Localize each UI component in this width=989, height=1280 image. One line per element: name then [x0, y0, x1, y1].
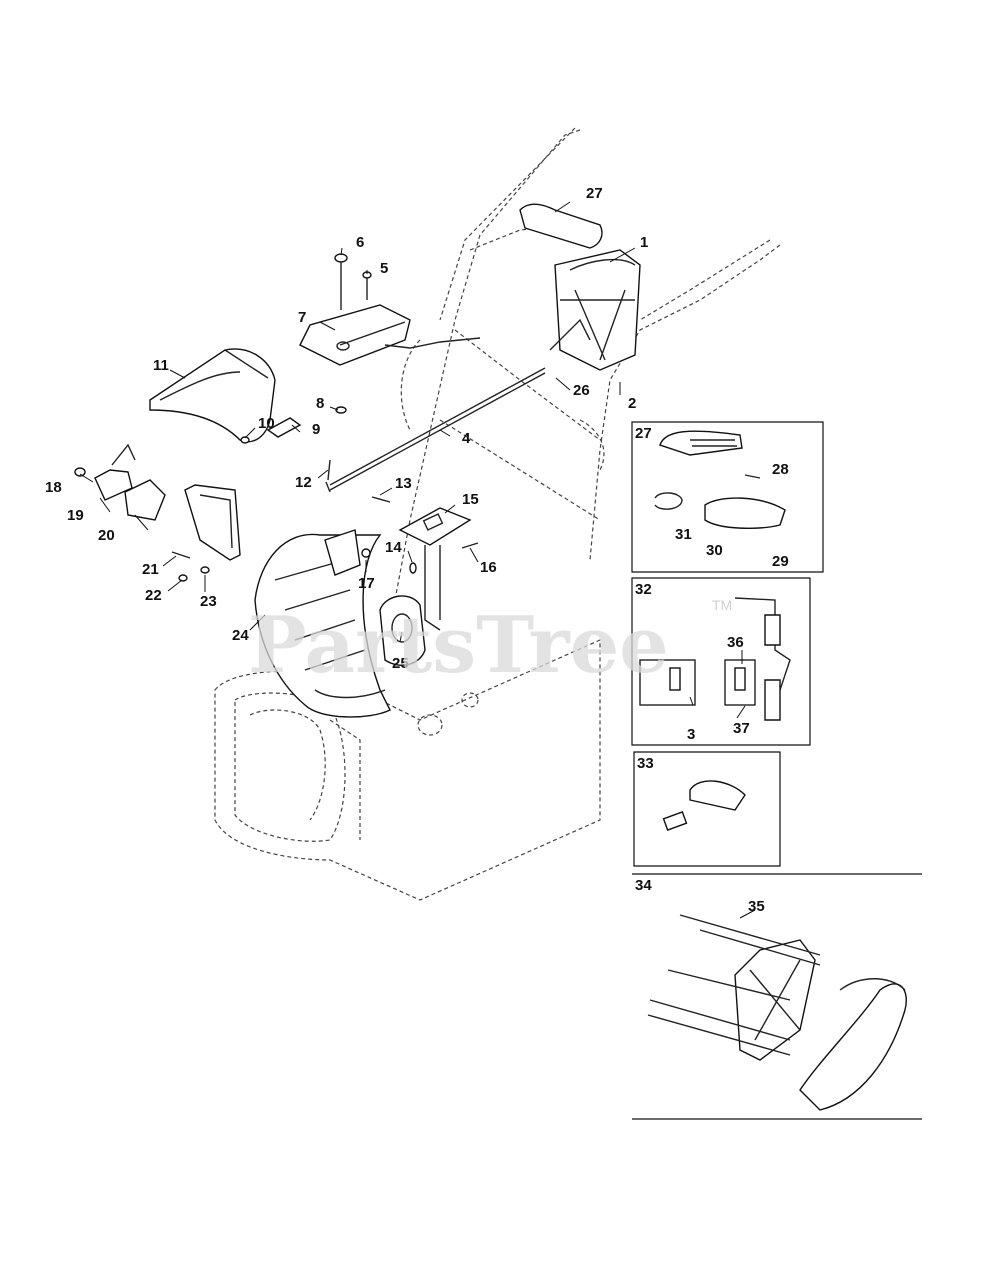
bolts-5-6 — [334, 253, 372, 310]
callout-4: 4 — [462, 430, 471, 447]
leader-lines — [79, 201, 756, 919]
callout-35: 35 — [748, 898, 765, 915]
callout-33: 33 — [637, 755, 654, 772]
chute-tilt-rod-4 — [325, 367, 546, 493]
callout-29: 29 — [772, 553, 789, 570]
callout-26: 26 — [573, 382, 590, 399]
watermark-text: PartsTree — [248, 600, 669, 691]
callout-31: 31 — [675, 526, 692, 543]
callout-27: 27 — [586, 185, 603, 202]
callout-37: 37 — [733, 720, 750, 737]
inset-33-box — [633, 751, 781, 867]
callout-2: 2 — [628, 395, 636, 412]
callout-24: 24 — [232, 627, 249, 644]
callout-1: 1 — [640, 234, 648, 251]
callout-11: 11 — [153, 357, 169, 374]
callout-18: 18 — [45, 479, 62, 496]
callout-19: 19 — [67, 507, 84, 524]
callout-21: 21 — [142, 561, 159, 578]
callout-32: 32 — [635, 581, 652, 598]
callout-22: 22 — [145, 587, 162, 604]
chute-lower-plate — [324, 529, 361, 576]
auger-housing-dashed — [214, 639, 601, 901]
partstree-watermark: PartsTree TM — [248, 597, 732, 691]
callout-10: 10 — [258, 415, 275, 432]
handle-grip-27 — [519, 203, 603, 249]
mount-bracket-15 — [398, 507, 472, 631]
pinion-bracket-19-20 — [94, 443, 166, 521]
callout-15: 15 — [462, 491, 479, 508]
chute-deflector-11 — [149, 348, 276, 443]
callout-9: 9 — [312, 421, 320, 438]
callout-12: 12 — [295, 474, 312, 491]
callout-17: 17 — [358, 575, 375, 592]
callout-25: 25 — [392, 655, 409, 672]
callout-3: 3 — [687, 726, 695, 743]
chute-base-24 — [254, 533, 391, 718]
callout-7: 7 — [298, 309, 306, 326]
inset-34-box — [632, 873, 922, 1120]
callout-16: 16 — [480, 559, 497, 576]
callout-20: 20 — [98, 527, 115, 544]
callout-23: 23 — [200, 593, 217, 610]
callout-6: 6 — [356, 234, 364, 251]
inset-32-box — [631, 577, 811, 746]
chute-bracket — [184, 484, 241, 561]
control-panel-1 — [549, 249, 641, 371]
chute-cover-7 — [299, 304, 481, 366]
callout-labels: 1 2 3 4 5 6 7 8 9 10 11 12 13 14 15 16 1… — [45, 185, 789, 915]
inset-27-box — [631, 421, 824, 573]
callout-14: 14 — [385, 539, 402, 556]
callout-13: 13 — [395, 475, 412, 492]
chute-crank-9 — [266, 417, 302, 438]
callout-30: 30 — [706, 542, 723, 559]
small-hardware — [74, 406, 479, 582]
callout-34: 34 — [635, 877, 652, 894]
callout-8: 8 — [316, 395, 324, 412]
inset-label-27: 27 — [635, 425, 652, 442]
callout-5: 5 — [380, 260, 388, 277]
gear-housing-25 — [379, 595, 426, 666]
watermark-trademark: TM — [712, 597, 732, 613]
callout-36: 36 — [727, 634, 744, 651]
callout-28: 28 — [772, 461, 789, 478]
